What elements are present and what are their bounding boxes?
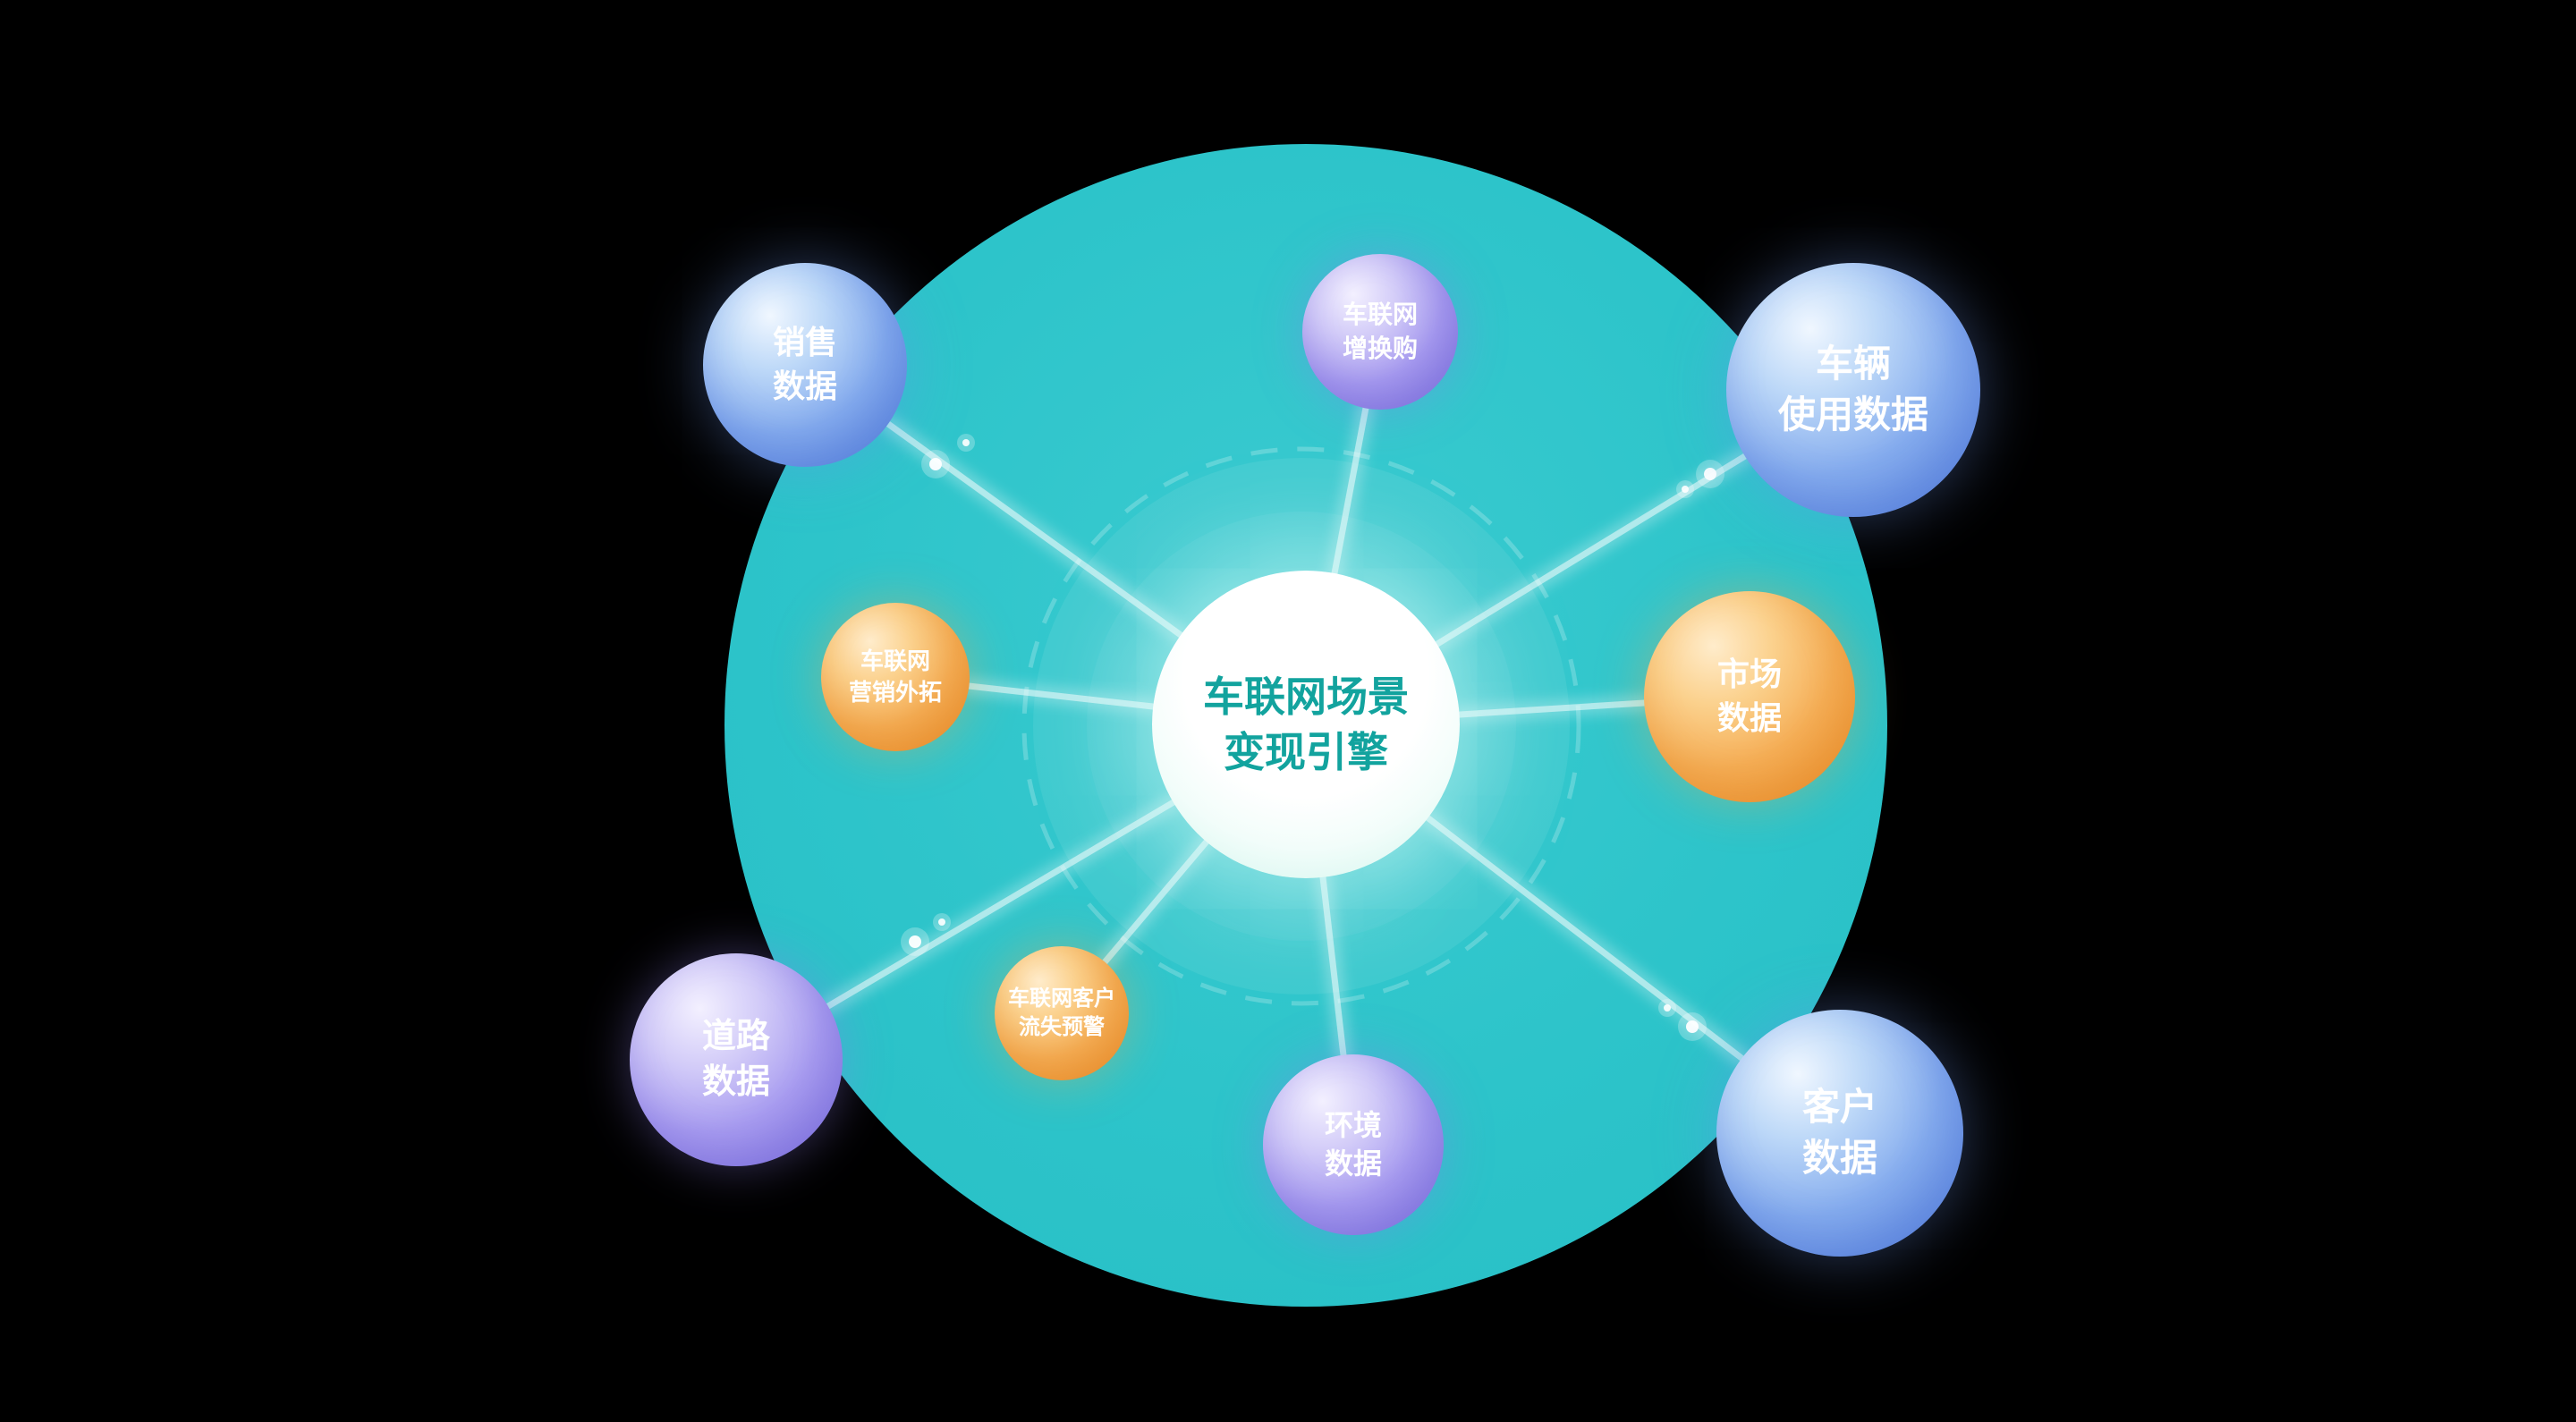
- node-label-line: 环境: [1324, 1108, 1382, 1141]
- node-label-line: 营销外拓: [848, 679, 942, 706]
- hub-label-line: 变现引擎: [1224, 729, 1388, 775]
- node-label-line: 车联网客户: [1008, 986, 1115, 1011]
- node-label-line: 车辆: [1815, 343, 1891, 385]
- node-iov-trade-in-upgrade: 车联网 增换购: [1302, 254, 1458, 410]
- node-iov-marketing-expansion: 车联网 营销外拓: [821, 603, 970, 751]
- node-label-line: 数据: [701, 1063, 770, 1101]
- node-label-line: 客户: [1801, 1086, 1877, 1129]
- node-label-line: 数据: [1801, 1137, 1877, 1179]
- node-label-line: 数据: [772, 368, 837, 404]
- node-sales-data: 销售 数据: [703, 263, 907, 467]
- node-vehicle-usage-data: 车辆 使用数据: [1726, 263, 1980, 517]
- node-label-line: 增换购: [1342, 334, 1418, 362]
- node-label-line: 数据: [1716, 699, 1782, 736]
- node-label-line: 市场: [1716, 656, 1782, 693]
- node-market-data: 市场 数据: [1644, 591, 1855, 802]
- connector-beams: [819, 399, 1754, 1067]
- node-road-data: 道路 数据: [630, 953, 843, 1166]
- node-customer-data: 客户 数据: [1716, 1010, 1963, 1257]
- node-label-line: 道路: [701, 1017, 770, 1055]
- node-iov-customer-churn-alert: 车联网客户 流失预警: [995, 946, 1129, 1080]
- node-label-line: 数据: [1324, 1147, 1382, 1180]
- node-label-line: 车联网: [1342, 300, 1418, 329]
- node-label-line: 车联网: [860, 647, 930, 674]
- node-label-line: 使用数据: [1777, 394, 1928, 436]
- node-environment-data: 环境 数据: [1263, 1054, 1444, 1235]
- node-label-line: 流失预警: [1019, 1015, 1105, 1039]
- node-label-line: 销售: [772, 324, 837, 361]
- beam-dots: [901, 434, 1724, 1041]
- hub-node-iov-scenario-monetization-engine: 车联网场景 变现引擎: [1152, 571, 1460, 878]
- hub-label-line: 车联网场景: [1203, 673, 1409, 720]
